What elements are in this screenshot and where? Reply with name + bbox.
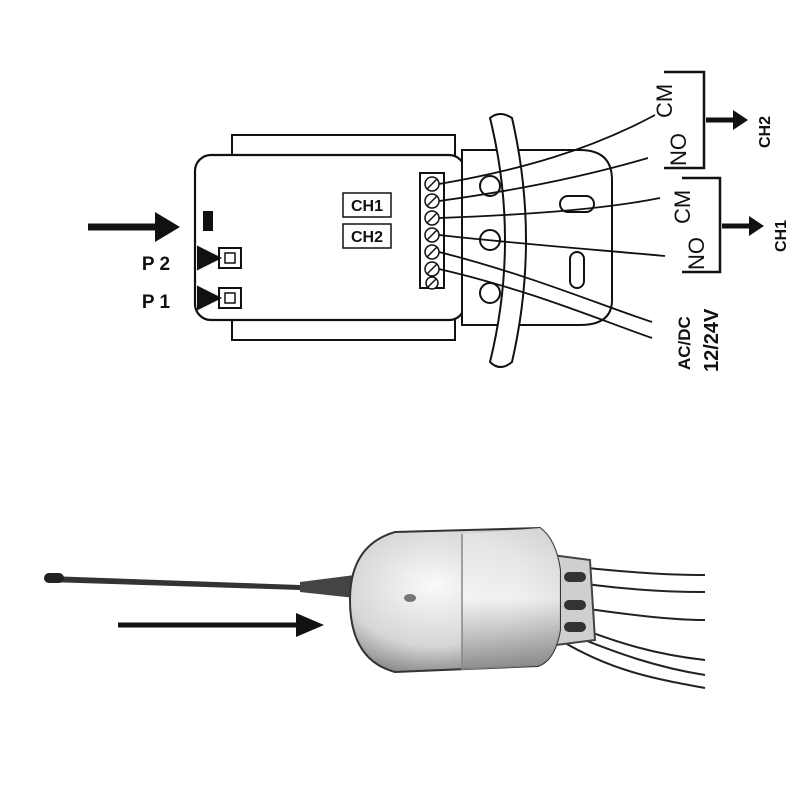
antenna-tip xyxy=(44,573,64,583)
mounting-hole xyxy=(479,282,501,304)
photo-shell-cover xyxy=(462,528,560,670)
photo-bracket-slot xyxy=(564,600,586,610)
mounting-hole xyxy=(479,175,501,197)
power-type-label: AC/DC xyxy=(675,316,694,370)
wire-ch2-cm xyxy=(438,157,649,202)
photo-bracket-slot xyxy=(564,622,586,632)
power-voltage-label: 12/24V xyxy=(701,308,723,372)
ch1-no-label: NO xyxy=(684,237,709,270)
photo-led xyxy=(404,594,416,602)
module-top-rail xyxy=(231,134,456,160)
ch1-output-bracket xyxy=(682,176,722,274)
wire-power-2 xyxy=(438,268,653,339)
ch2-output-bracket xyxy=(664,70,706,170)
p2-button-inner xyxy=(224,252,236,264)
terminal-screw xyxy=(424,244,440,260)
ch1-label: CH1 xyxy=(351,198,383,215)
ch1-output-label: CH1 xyxy=(773,220,790,252)
ch2-label: CH2 xyxy=(351,229,383,246)
photo-arrow-head xyxy=(296,613,324,637)
ch2-output-label: CH2 xyxy=(757,116,774,148)
terminal-screw xyxy=(424,176,440,192)
ch1-label-box xyxy=(342,192,392,218)
module-bottom-rail xyxy=(231,318,456,341)
terminal-screw xyxy=(424,227,440,243)
p1-button-inner xyxy=(224,292,236,304)
ch1-cm-label: CM xyxy=(670,190,695,224)
terminal-screws xyxy=(424,176,440,290)
antenna-base xyxy=(300,575,355,598)
antenna-wire xyxy=(48,576,300,590)
terminal-screw xyxy=(425,276,439,290)
wire-power-1 xyxy=(438,251,653,323)
terminal-screw xyxy=(424,193,440,209)
ch2-no-label: NO xyxy=(666,133,691,166)
receiver-module-diagram: P 2 P 1 CH1 CH2 xyxy=(88,70,790,372)
terminal-screw xyxy=(424,210,440,226)
mounting-slot xyxy=(569,251,585,289)
wire-ch1-no xyxy=(438,197,661,219)
led-indicator xyxy=(203,211,213,231)
wire-ch2-no xyxy=(438,114,656,185)
photo-bracket-slot xyxy=(564,572,586,582)
ch1-output-arrow-head xyxy=(749,216,764,236)
p1-label: P 1 xyxy=(142,292,171,313)
p2-label: P 2 xyxy=(142,254,170,275)
output-wires xyxy=(438,114,666,339)
mounting-clip xyxy=(488,113,527,368)
wire-ch1-cm xyxy=(438,234,666,257)
terminal-screw xyxy=(424,261,440,277)
ch2-cm-label: CM xyxy=(652,84,677,118)
receiver-photo xyxy=(44,526,706,689)
ch2-label-box xyxy=(342,223,392,249)
learn-arrow-head xyxy=(155,212,180,242)
ch2-output-arrow-head xyxy=(733,110,748,130)
